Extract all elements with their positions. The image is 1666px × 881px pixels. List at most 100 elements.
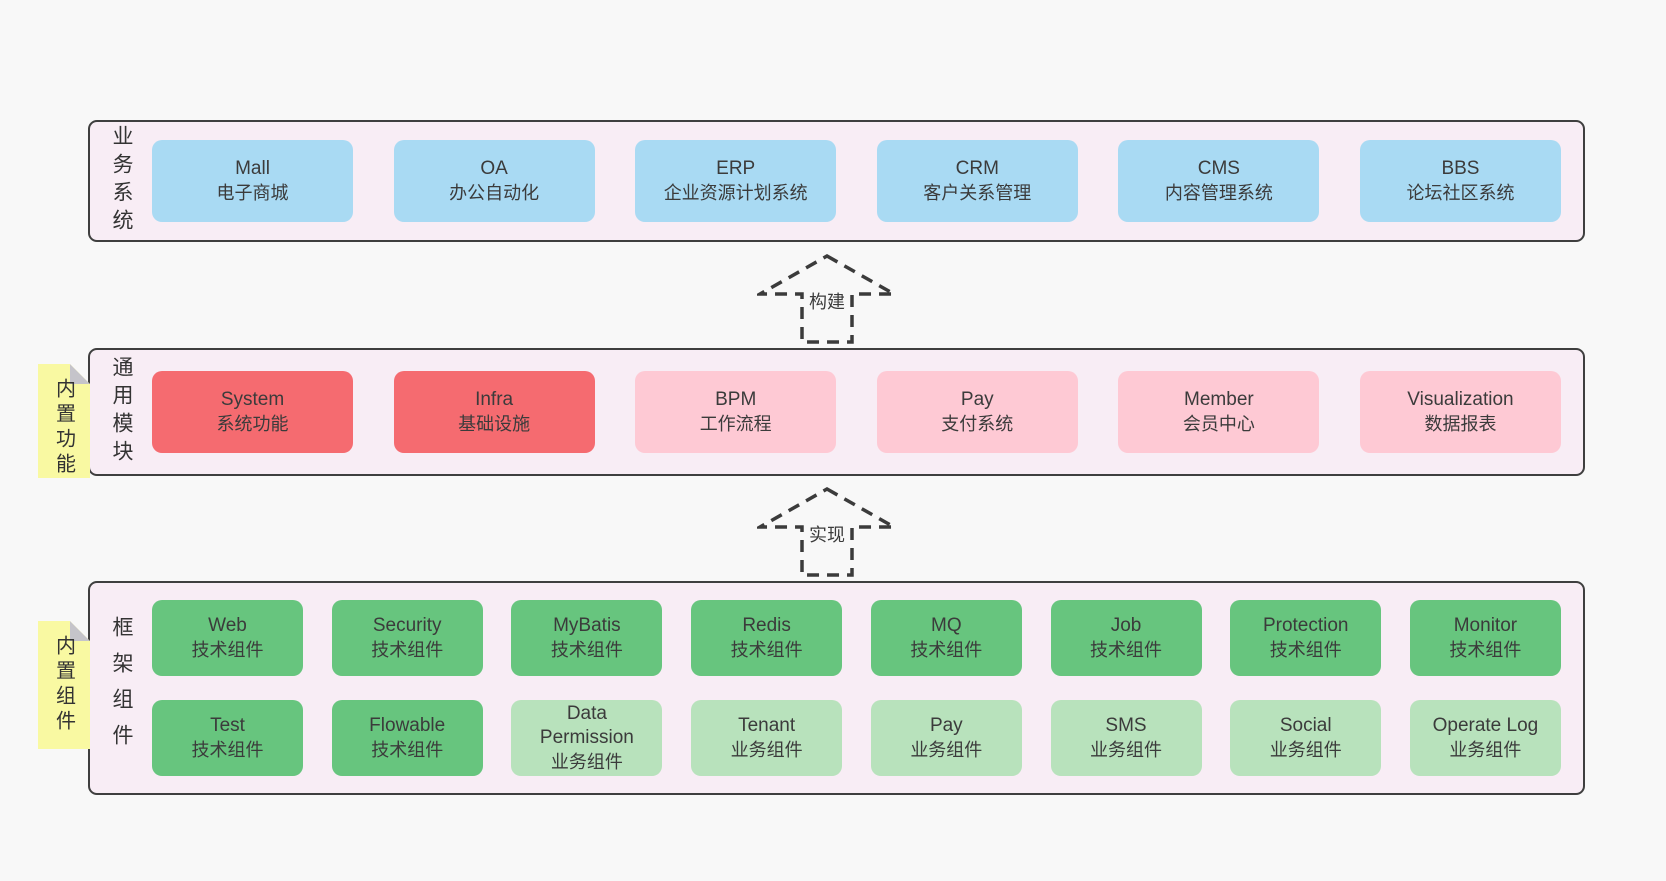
box-subtitle: 技术组件	[1090, 639, 1163, 660]
box-subtitle: 客户关系管理	[923, 182, 1032, 203]
sticky-note-label: 内置功能	[52, 378, 75, 478]
box-title: OA	[480, 157, 508, 179]
arrow-label: 构建	[805, 287, 849, 315]
sticky-note-built-in-components: 内置组件	[38, 621, 90, 749]
module-box-web: Web 技术组件	[152, 600, 303, 676]
module-box-protection: Protection 技术组件	[1230, 600, 1382, 676]
module-box-monitor: Monitor 技术组件	[1409, 600, 1561, 676]
module-box-flowable: Flowable 技术组件	[331, 700, 483, 776]
module-box-visualization: Visualization 数据报表	[1359, 371, 1561, 453]
box-subtitle: 技术组件	[371, 639, 444, 660]
box-subtitle: 系统功能	[216, 413, 289, 434]
box-subtitle: 电子商城	[216, 182, 289, 203]
module-box-pay: Pay 业务组件	[870, 700, 1022, 776]
module-box-crm: CRM 客户关系管理	[876, 140, 1078, 222]
box-subtitle: 技术组件	[910, 639, 983, 660]
box-title: Test	[210, 714, 245, 736]
box-title: MQ	[931, 614, 962, 636]
box-title: Flowable	[369, 714, 446, 736]
module-box-security: Security 技术组件	[331, 600, 483, 676]
box-subtitle: 业务组件	[1449, 739, 1522, 760]
box-title: Visualization	[1407, 388, 1514, 410]
module-box-mybatis: MyBatis 技术组件	[511, 600, 663, 676]
sticky-note-label: 内置组件	[52, 635, 75, 735]
box-subtitle: 技术组件	[1269, 639, 1342, 660]
module-box-social: Social 业务组件	[1230, 700, 1382, 776]
module-box-mall: Mall 电子商城	[152, 140, 353, 222]
box-title: CRM	[955, 157, 999, 179]
box-subtitle: 技术组件	[191, 739, 264, 760]
box-subtitle: 基础设施	[458, 413, 531, 434]
module-box-system: System 系统功能	[152, 371, 353, 453]
box-subtitle: 内容管理系统	[1164, 182, 1273, 203]
box-subtitle: 会员中心	[1182, 413, 1255, 434]
box-title: Job	[1110, 614, 1142, 636]
module-box-bbs: BBS 论坛社区系统	[1359, 140, 1561, 222]
arrow-label: 实现	[805, 520, 849, 548]
module-box-test: Test 技术组件	[152, 700, 303, 776]
box-title: Pay	[960, 388, 994, 410]
box-subtitle: 技术组件	[550, 639, 623, 660]
box-title: Tenant	[738, 714, 796, 736]
box-title: CMS	[1197, 157, 1240, 179]
box-subtitle: 业务组件	[550, 752, 623, 772]
box-title: System	[220, 388, 285, 410]
up-arrow-icon	[757, 486, 897, 577]
box-title: Redis	[742, 614, 791, 636]
module-box-sms: SMS 业务组件	[1050, 700, 1202, 776]
box-subtitle: 技术组件	[730, 639, 803, 660]
box-title: Monitor	[1453, 614, 1518, 636]
box-title: Infra	[475, 388, 514, 410]
box-title: Protection	[1262, 614, 1349, 636]
module-box-infra: Infra 基础设施	[393, 371, 595, 453]
up-arrow-implement: 实现	[757, 486, 897, 578]
box-subtitle: 业务组件	[730, 739, 803, 760]
box-subtitle: 数据报表	[1424, 413, 1497, 434]
module-box-cms: CMS 内容管理系统	[1118, 140, 1320, 222]
box-subtitle: 办公自动化	[449, 182, 540, 203]
up-arrow-build: 构建	[757, 253, 897, 345]
box-title: Social	[1279, 714, 1332, 736]
module-box-operate-log: Operate Log 业务组件	[1409, 700, 1561, 776]
module-box-tenant: Tenant 业务组件	[691, 700, 843, 776]
box-title: Member	[1184, 388, 1254, 410]
box-subtitle: 业务组件	[910, 739, 983, 760]
box-title: ERP	[716, 157, 756, 179]
box-subtitle: 论坛社区系统	[1406, 182, 1515, 203]
box-row: Mall 电子商城 OA 办公自动化 ERP 企业资源计划系统 CRM 客户关系管理 CMS 内容…	[152, 140, 1561, 222]
box-subtitle: 企业资源计划系统	[663, 182, 808, 203]
box-title: MyBatis	[553, 614, 621, 636]
box-subtitle: 技术组件	[1449, 639, 1522, 660]
up-arrow-icon	[757, 253, 897, 344]
box-title: Security	[372, 614, 442, 636]
module-box-erp: ERP 企业资源计划系统	[635, 140, 837, 222]
module-box-job: Job 技术组件	[1050, 600, 1202, 676]
module-box-member: Member 会员中心	[1118, 371, 1320, 453]
module-box-oa: OA 办公自动化	[393, 140, 595, 222]
module-box-mq: MQ 技术组件	[870, 600, 1022, 676]
box-subtitle: 技术组件	[371, 739, 444, 760]
box-subtitle: 技术组件	[191, 639, 264, 660]
panel-side-label: 业务系统	[110, 125, 133, 237]
panel-business-systems: 业务系统 Mall 电子商城 OA 办公自动化 ERP 企业资源计划系统 CRM 客户关系管理…	[88, 120, 1585, 242]
box-title: SMS	[1105, 714, 1147, 736]
panel-side-label: 框架组件	[110, 616, 133, 760]
box-subtitle: 工作流程	[699, 413, 772, 434]
panel-rows: Mall 电子商城 OA 办公自动化 ERP 企业资源计划系统 CRM 客户关系管理 CMS 内容…	[152, 140, 1561, 222]
sticky-note-built-in-features: 内置功能	[38, 364, 90, 478]
box-title: Mall	[235, 157, 270, 179]
box-subtitle: 业务组件	[1090, 739, 1163, 760]
box-subtitle: 业务组件	[1269, 739, 1342, 760]
box-title: Pay	[929, 714, 963, 736]
box-title: BBS	[1441, 157, 1480, 179]
box-title: Operate Log	[1432, 714, 1539, 736]
box-title: Web	[208, 614, 247, 636]
